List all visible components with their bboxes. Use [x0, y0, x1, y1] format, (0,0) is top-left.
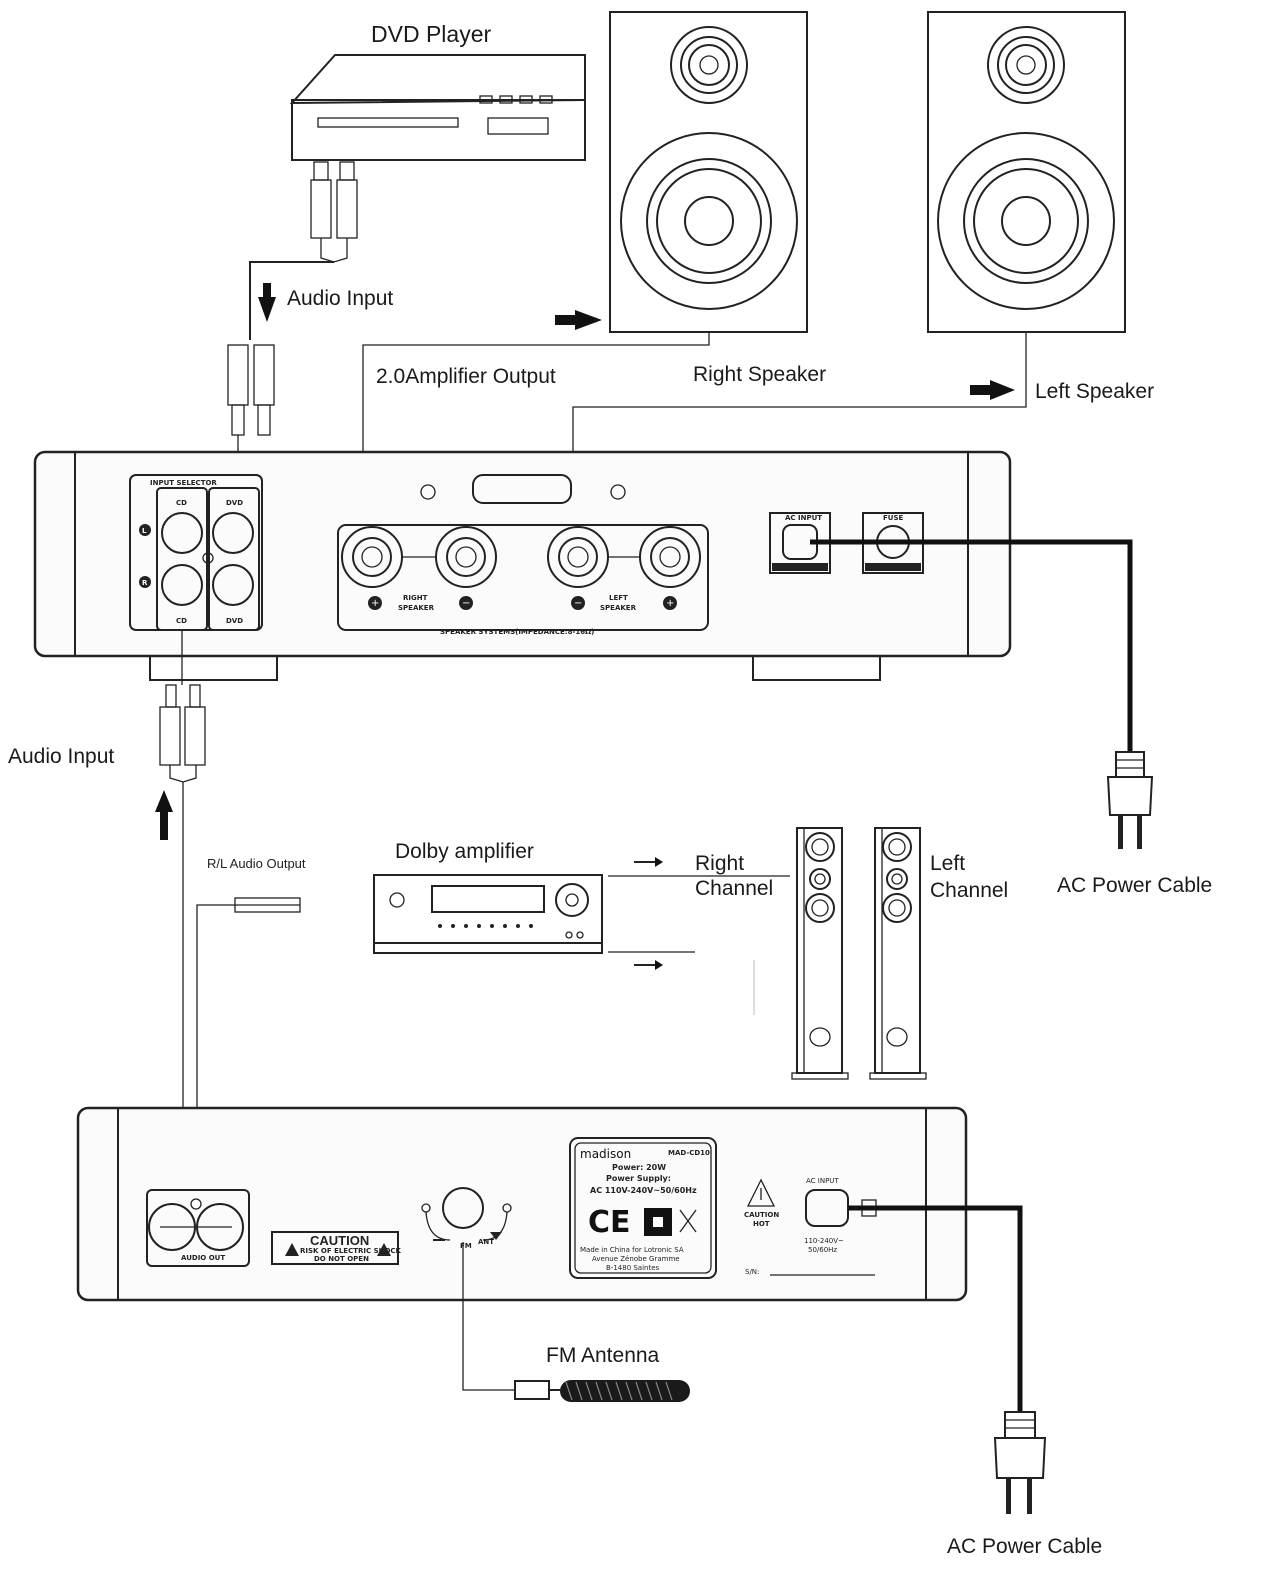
serial-label: S/N: [745, 1268, 759, 1276]
tower-speaker-left [869, 827, 927, 1080]
audio-input-arrow-left [155, 790, 173, 840]
left-speaker-terminal-label-1: LEFT [609, 594, 628, 602]
amp-power-plug [1106, 751, 1154, 849]
ant-label: ANT [478, 1238, 494, 1246]
left-speaker-terminal-label-2: SPEAKER [600, 604, 637, 612]
wire-right-speaker [362, 332, 710, 550]
dvd-bottom-label: DVD [226, 617, 243, 625]
left-channel-label-2: Channel [930, 879, 1008, 902]
caution-label: CAUTION [310, 1233, 369, 1248]
power-supply-label: Power Supply: [606, 1174, 671, 1183]
ac-power-cable-bottom-label: AC Power Cable [947, 1535, 1102, 1558]
svg-text:−: − [462, 598, 470, 609]
fm-antenna-wire [462, 1242, 515, 1391]
rl-audio-output-label: R/L Audio Output [207, 856, 306, 871]
fm-label: FM [460, 1242, 472, 1250]
amp-ac-input-label: AC INPUT [785, 514, 822, 522]
cd-top-label: CD [176, 499, 187, 507]
amp-output-label: 2.0Amplifier Output [376, 365, 556, 388]
fuse-label: FUSE [883, 514, 904, 522]
svg-text:−: − [574, 598, 582, 609]
right-speaker-label: Right Speaker [693, 363, 826, 386]
rca-plugs-dvd [249, 161, 358, 340]
right-speaker-terminal-label-2: SPEAKER [398, 604, 435, 612]
right-speaker-terminal-label-1: RIGHT [403, 594, 428, 602]
right-channel-label-2: Channel [695, 877, 773, 900]
left-channel-label-1: Left [930, 852, 965, 875]
arrow-right-speaker [555, 310, 602, 330]
fm-antenna [514, 1380, 690, 1402]
player-ac-input-label: AC INPUT [806, 1177, 839, 1185]
left-speaker-label: Left Speaker [1035, 380, 1154, 403]
fm-antenna-label: FM Antenna [546, 1344, 660, 1367]
arrow-left-speaker [970, 380, 1015, 400]
dolby-amplifier-label: Dolby amplifier [395, 840, 534, 863]
input-selector-label: INPUT SELECTOR [150, 479, 217, 487]
player-rear-panel: CE [76, 1106, 968, 1302]
made-in-line-3: B-1480 Saintes [606, 1264, 660, 1272]
left-speaker [927, 11, 1126, 333]
right-speaker [609, 11, 808, 333]
svg-text:CE: CE [588, 1205, 631, 1240]
ac-power-cable-right-label: AC Power Cable [1057, 874, 1212, 897]
svg-text:+: + [371, 598, 379, 609]
dvd-player-label: DVD Player [371, 21, 491, 47]
audio-input-arrow-top [258, 283, 276, 322]
right-channel-label-1: Right [695, 852, 744, 875]
r-label: R [142, 579, 148, 587]
voltage-line-1: 110-240V~ [804, 1237, 844, 1245]
channel-arrows [608, 857, 790, 1015]
ac-rating-label: AC 110V-240V~50/60Hz [590, 1186, 697, 1195]
dvd-player [289, 54, 586, 161]
caution-line-1: RISK OF ELECTRIC SHOCK [300, 1247, 402, 1255]
svg-text:+: + [666, 598, 674, 609]
cd-bottom-label: CD [176, 617, 187, 625]
amp-power-cord [810, 539, 1133, 752]
dolby-amplifier [373, 874, 603, 954]
player-power-plug [993, 1411, 1047, 1514]
dvd-top-label: DVD [226, 499, 243, 507]
rca-plugs-amp-top [227, 344, 275, 470]
caution-line-2: DO NOT OPEN [314, 1255, 369, 1263]
tower-speaker-right [791, 827, 849, 1080]
player-power-cord [848, 1205, 1023, 1412]
amplifier-rear-panel: + − − + [33, 450, 1012, 681]
audio-input-top-label: Audio Input [287, 287, 393, 310]
model-label: MAD-CD10 [668, 1149, 710, 1157]
impedance-label: SPEAKER SYSTEMS(IMPEDANCE:8-16Ω) [440, 628, 594, 636]
voltage-line-2: 50/60Hz [808, 1246, 837, 1254]
brand-label: madison [580, 1147, 631, 1161]
l-label: L [142, 527, 147, 535]
power-label: Power: 20W [612, 1163, 666, 1172]
made-in-line-1: Made in China for Lotronic SA [580, 1246, 684, 1254]
audio-input-left-label: Audio Input [8, 745, 114, 768]
audio-out-label: AUDIO OUT [181, 1254, 225, 1262]
made-in-line-2: Avenue Zénobe Gramme [592, 1255, 680, 1263]
caution-hot-line-1: CAUTION [744, 1211, 779, 1219]
caution-hot-line-2: HOT [753, 1220, 770, 1228]
